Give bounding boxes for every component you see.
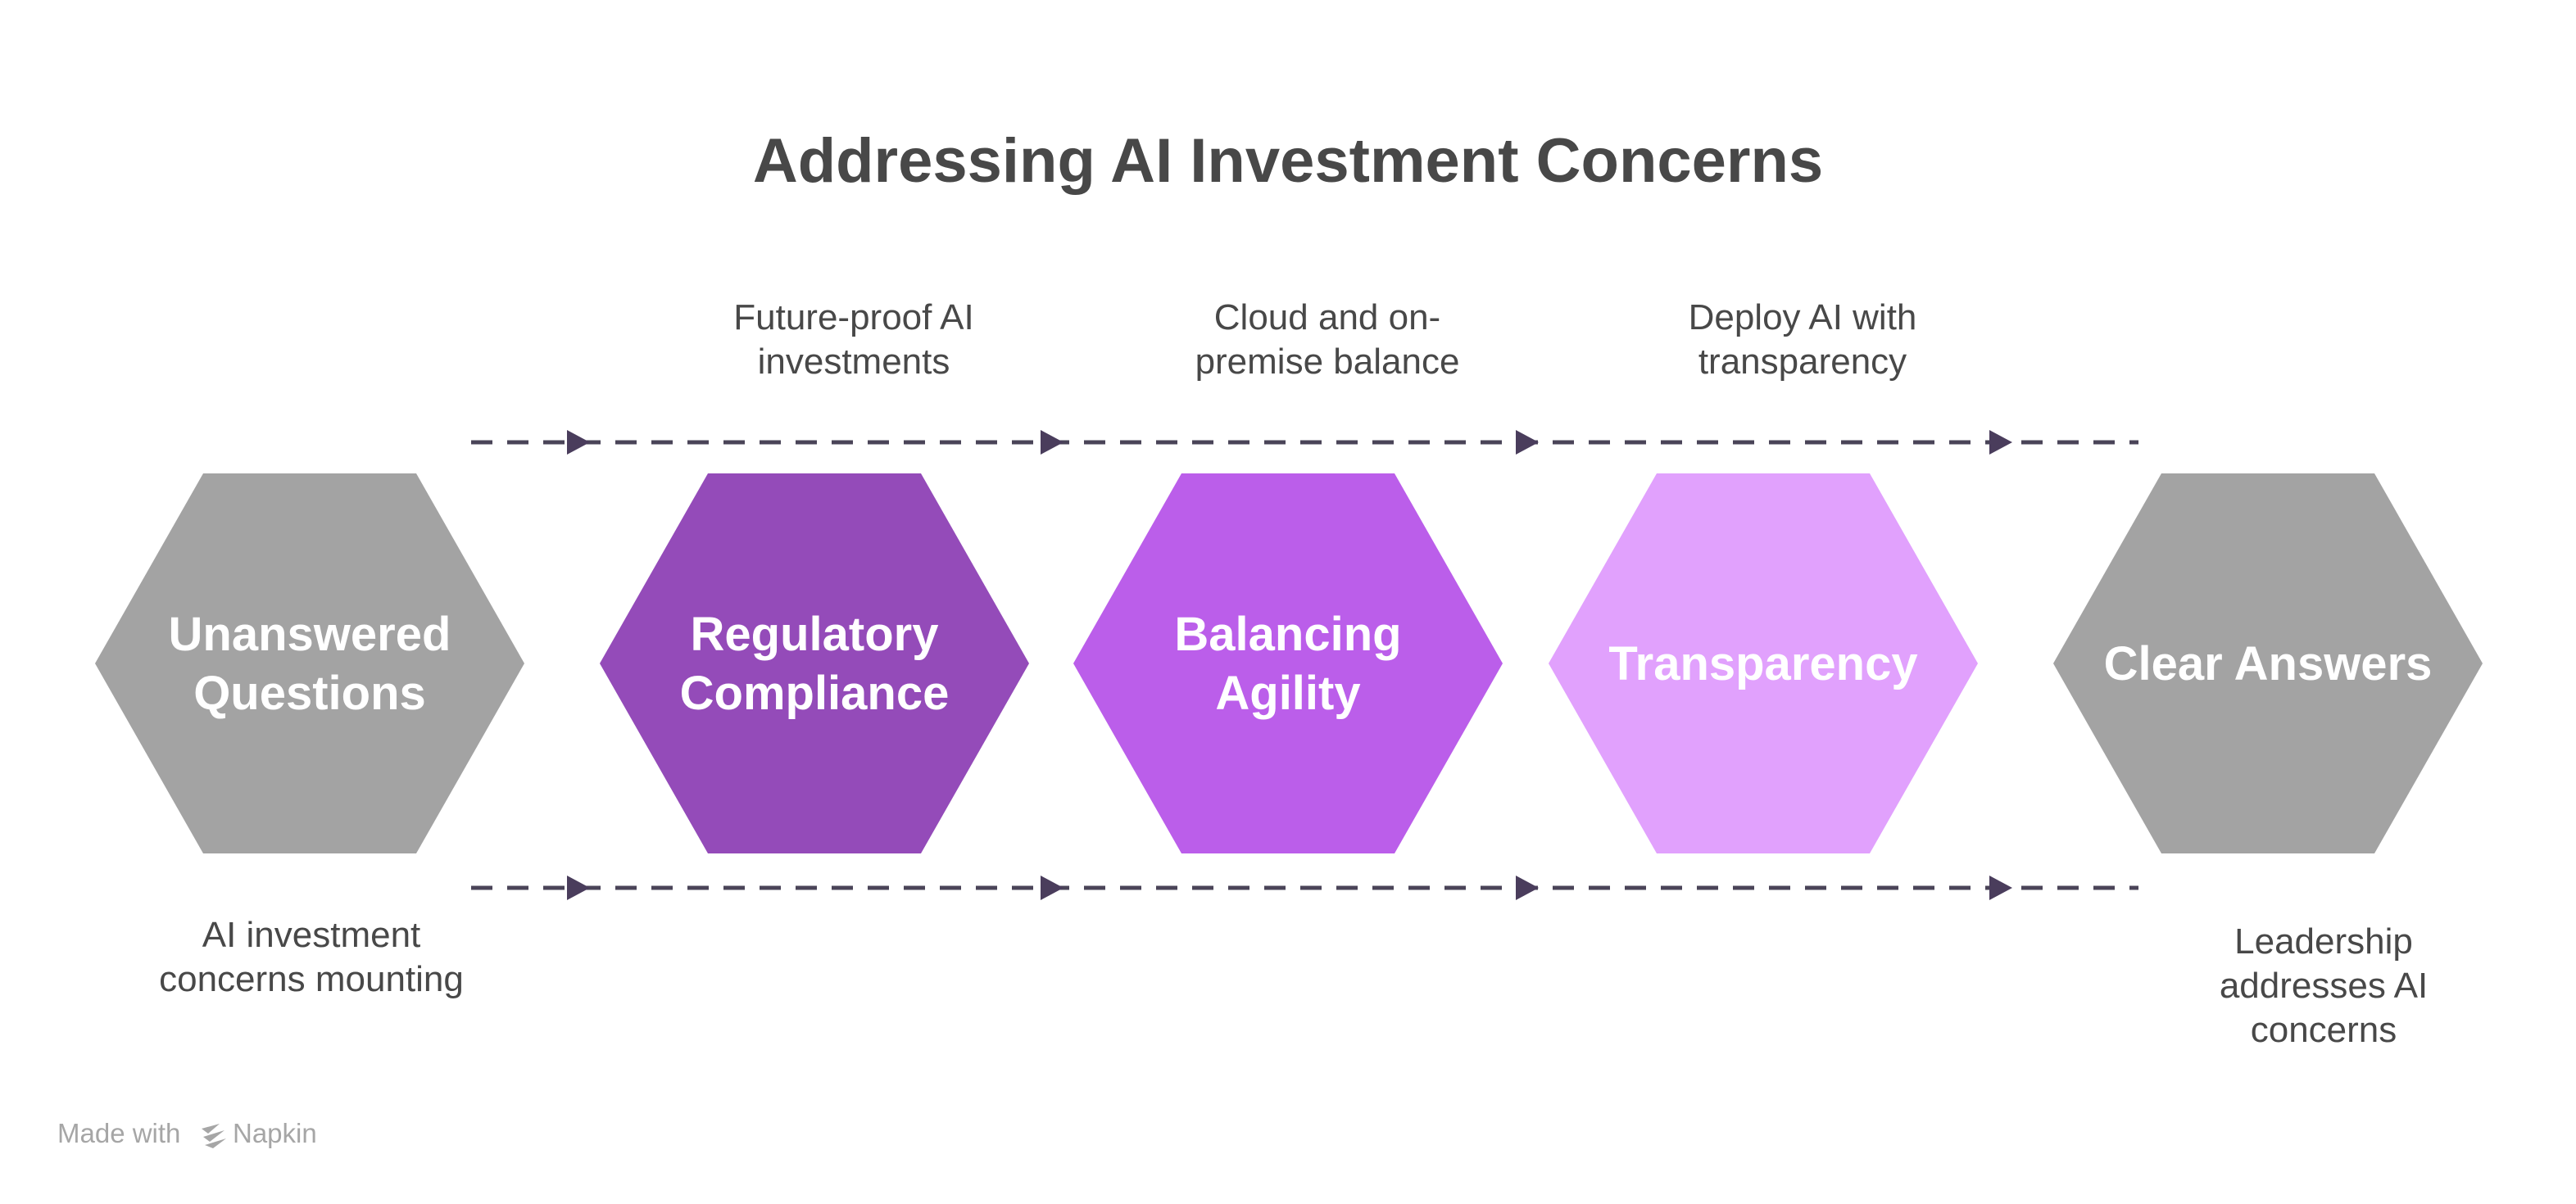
stage-label: Compliance (680, 667, 950, 720)
stage-label: Clear Answers (2104, 637, 2433, 690)
top-arrow-icon-1 (567, 430, 590, 455)
stage-4: Transparency Deploy AI with transparency (1549, 297, 1978, 853)
footer-made-with: Made with (57, 1118, 180, 1148)
stage-caption: premise balance (1195, 342, 1460, 382)
bottom-arrow-icon-4 (1989, 876, 2012, 900)
stage-label: Unanswered (169, 608, 451, 661)
stage-label: Agility (1215, 667, 1360, 720)
bottom-arrow-icon-1 (567, 876, 590, 900)
stage-label: Questions (193, 667, 426, 720)
footer-watermark: Made with Napkin (57, 1118, 317, 1148)
top-arrow-icon-2 (1041, 430, 1064, 455)
top-arrow-icon-3 (1516, 430, 1539, 455)
napkin-logo-icon (202, 1124, 226, 1148)
stage-caption: investments (758, 342, 950, 382)
stage-hexagon (1549, 473, 1978, 853)
stage-caption: AI investment (202, 915, 421, 955)
footer-brand: Napkin (233, 1118, 317, 1148)
stage-hexagon (1073, 473, 1503, 853)
stage-caption: Future-proof AI (733, 297, 973, 337)
diagram-title: Addressing AI Investment Concerns (753, 126, 1823, 196)
stage-hexagon (2053, 473, 2483, 853)
stage-hexagon (95, 473, 524, 853)
top-connector-line (471, 430, 2138, 455)
bottom-arrow-icon-3 (1516, 876, 1539, 900)
stage-label: Transparency (1608, 637, 1917, 690)
stage-hexagon (600, 473, 1029, 853)
stage-caption: Leadership (2234, 921, 2413, 962)
bottom-connector-line (471, 876, 2138, 900)
stage-label: Regulatory (691, 608, 939, 661)
stage-caption: addresses AI (2220, 966, 2428, 1006)
stage-caption: concerns (2251, 1010, 2397, 1050)
bottom-arrow-icon-2 (1041, 876, 1064, 900)
stage-caption: transparency (1698, 342, 1907, 382)
stage-label: Balancing (1174, 608, 1401, 661)
stage-caption: concerns mounting (159, 959, 464, 999)
top-arrow-icon-4 (1989, 430, 2012, 455)
stage-caption: Deploy AI with (1689, 297, 1917, 337)
stage-caption: Cloud and on- (1214, 297, 1440, 337)
